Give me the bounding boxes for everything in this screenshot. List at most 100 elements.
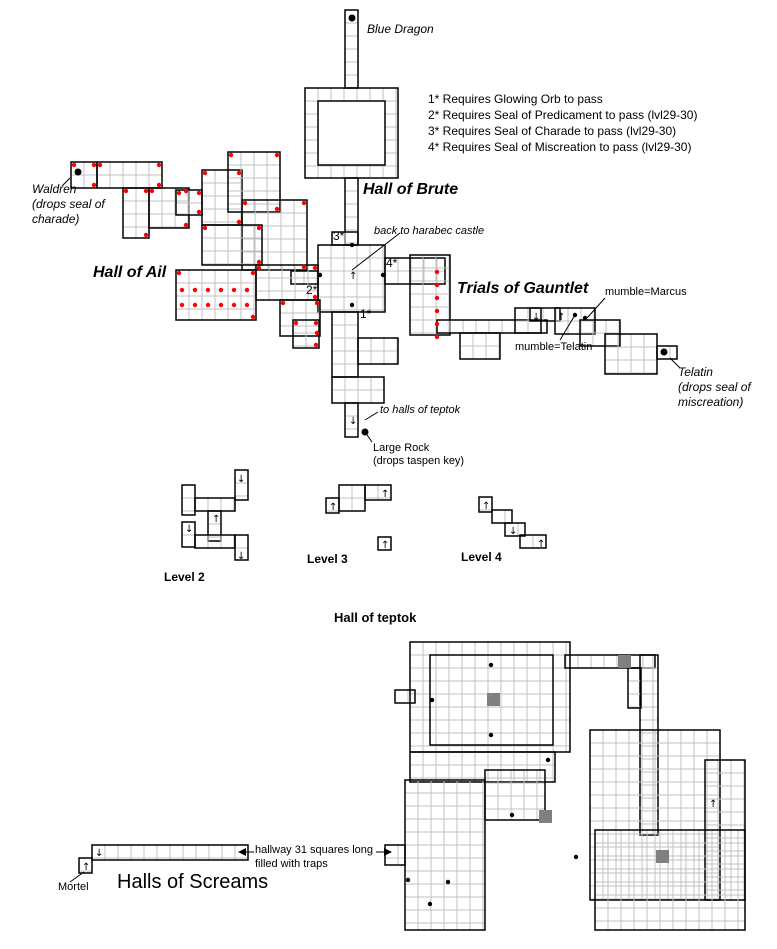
pointer-line — [364, 411, 379, 421]
label-hall-of-brute: Hall of Brute — [363, 181, 459, 198]
room-outline — [504, 522, 526, 537]
label-level-2: Level 2 — [164, 570, 205, 584]
waldren-name: Waldren — [32, 182, 77, 196]
trap-dot — [218, 287, 224, 293]
room-outline — [194, 497, 236, 512]
legend-item: 4* Requires Seal of Miscreation to pass … — [428, 140, 692, 154]
room-outline — [579, 319, 621, 347]
trap-dot — [434, 295, 440, 301]
trap-dot — [244, 287, 250, 293]
room-outline — [234, 534, 249, 561]
room-outline — [207, 510, 222, 542]
trap-dot — [196, 190, 202, 196]
trap-dot — [91, 182, 97, 188]
trap-dot — [183, 222, 189, 228]
room-outline — [639, 654, 659, 836]
marker-dot — [582, 315, 588, 321]
down-arrow-icon: ↓ — [509, 526, 517, 537]
room-outline — [519, 534, 547, 549]
up-arrow-icon: ↑ — [482, 501, 490, 512]
waldren-drop: (drops seal of — [32, 197, 105, 211]
down-arrow-icon: ↓ — [95, 848, 103, 859]
trap-dot — [301, 200, 307, 206]
trap-dot — [301, 264, 307, 270]
trap-dot — [143, 232, 149, 238]
trap-dot — [91, 162, 97, 168]
trap-dot — [179, 302, 185, 308]
large-rock-drop: (drops taspen key) — [373, 455, 465, 467]
label-to-teptok: to halls of teptok — [380, 404, 461, 416]
marker-dot — [405, 877, 411, 883]
pointer-line — [559, 314, 576, 341]
room-outline — [364, 484, 392, 501]
up-arrow-icon: ↑ — [329, 502, 337, 513]
inner-wall — [317, 100, 386, 166]
hallway-line-2: filled with traps — [255, 858, 328, 870]
door-3: 3* — [333, 229, 345, 243]
room-outline — [554, 307, 596, 335]
trap-dot — [202, 170, 208, 176]
room-outline — [409, 254, 451, 336]
room-outline — [404, 779, 486, 931]
room-outline — [357, 337, 399, 365]
room-outline — [627, 667, 642, 709]
trap-dot — [196, 209, 202, 215]
telatin-drop: (drops seal of — [678, 380, 751, 394]
trap-dot — [250, 270, 256, 276]
room-outline — [344, 177, 359, 246]
blocked-square — [539, 810, 552, 823]
room-outline — [175, 269, 257, 321]
trap-dot — [242, 200, 248, 206]
trap-dot — [293, 320, 299, 326]
trap-dot — [312, 294, 318, 300]
marker-dot — [427, 901, 433, 907]
label-halls-of-screams: Halls of Screams — [117, 871, 269, 893]
label-mumble-telatin: mumble=Telatin — [515, 341, 593, 353]
door-1: 1* — [360, 307, 372, 321]
trap-dot — [434, 269, 440, 275]
room-outline — [201, 224, 263, 266]
trap-dot — [434, 282, 440, 288]
label-mumble-marcus: mumble=Marcus — [605, 286, 687, 298]
trap-dot — [313, 342, 319, 348]
door-4: 4* — [386, 256, 398, 270]
down-arrow-icon: ↓ — [532, 312, 540, 323]
label-hall-of-ail: Hall of Ail — [93, 264, 167, 281]
down-arrow-icon: ↓ — [185, 524, 193, 535]
trap-dot — [228, 152, 234, 158]
marker-dot — [380, 272, 386, 278]
room-outline — [227, 151, 281, 213]
trap-dot — [156, 182, 162, 188]
label-hall-of-teptok: Hall of teptok — [334, 610, 417, 625]
pointer-line — [586, 297, 606, 319]
pointer-line — [61, 177, 71, 187]
up-arrow-icon: ↑ — [82, 862, 90, 873]
marker-dot — [317, 272, 323, 278]
room-outline — [344, 402, 359, 438]
trap-dot — [434, 334, 440, 340]
room-outline — [656, 345, 678, 360]
marker-dot — [488, 732, 494, 738]
room-outline — [589, 729, 721, 901]
label-large-rock: Large Rock (drops taspen key) — [373, 442, 464, 468]
trap-dot — [313, 320, 319, 326]
up-arrow-icon: ↑ — [212, 514, 220, 525]
arrow-left-icon — [238, 848, 246, 856]
marker-dot — [349, 302, 355, 308]
room-outline — [384, 844, 406, 866]
telatin-name: Telatin — [678, 365, 713, 379]
blocked-square — [487, 693, 500, 706]
room-outline — [529, 307, 561, 322]
trap-dot — [218, 302, 224, 308]
trap-dot — [143, 188, 149, 194]
trap-dot — [256, 225, 262, 231]
down-arrow-icon: ↓ — [349, 416, 357, 427]
trap-dot — [244, 302, 250, 308]
door-2: 2* — [306, 283, 318, 297]
room-outline — [148, 187, 190, 229]
marker-dot — [509, 812, 515, 818]
label-telatin: Telatin (drops seal of miscreation) — [678, 365, 751, 410]
room-outline — [564, 654, 656, 669]
room-outline — [436, 319, 548, 334]
trap-dot — [71, 162, 77, 168]
